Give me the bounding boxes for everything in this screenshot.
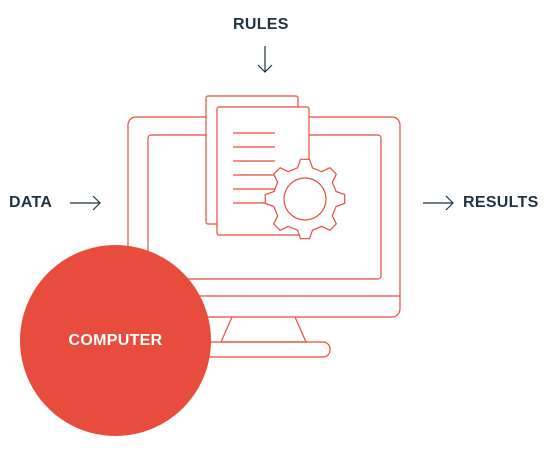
data-arrow bbox=[70, 195, 101, 211]
gear-icon bbox=[264, 158, 346, 240]
data-label: DATA bbox=[9, 194, 53, 211]
computer-label: COMPUTER bbox=[68, 331, 163, 349]
rules-arrow bbox=[257, 46, 273, 73]
computer-badge: COMPUTER bbox=[20, 245, 211, 436]
results-label: RESULTS bbox=[463, 194, 539, 211]
rules-label: RULES bbox=[233, 16, 289, 33]
results-arrow bbox=[423, 195, 454, 211]
